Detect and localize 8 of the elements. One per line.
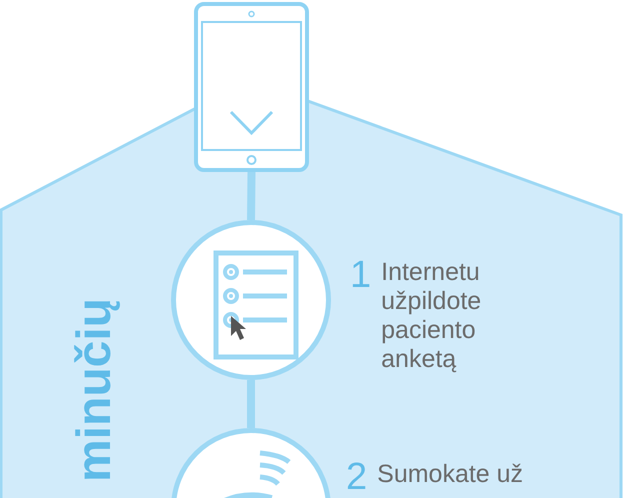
step-description: Sumokate už (377, 460, 524, 489)
step-description: Internetu užpildote paciento anketą (381, 258, 482, 374)
step-number: 1 (350, 256, 372, 294)
connector-line (247, 172, 256, 220)
connector-line (247, 380, 255, 428)
vertical-heading: minučių (71, 298, 119, 482)
step-number: 2 (346, 458, 368, 496)
tablet-drawing (194, 2, 309, 172)
